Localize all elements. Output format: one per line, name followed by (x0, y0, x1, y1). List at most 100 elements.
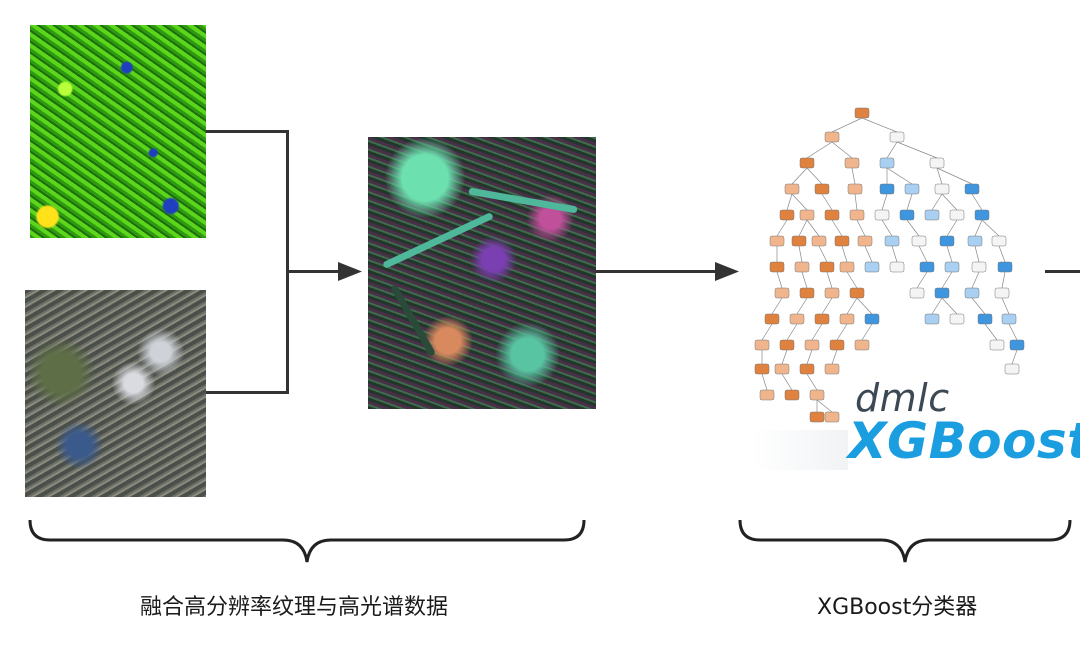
tree-edge (846, 271, 858, 289)
tree-node (911, 235, 927, 247)
connector-line (596, 270, 718, 273)
tree-node (799, 209, 815, 221)
tree-node (884, 235, 900, 247)
tree-node (809, 411, 825, 423)
tree-node (874, 209, 890, 221)
logo-shadow (752, 430, 848, 470)
tree-edge (861, 117, 898, 133)
tree-edge (821, 193, 833, 211)
tree-edge (786, 193, 793, 211)
logo-xgboost-text: XGBoost (848, 412, 1080, 470)
arrow-right-icon (715, 262, 739, 281)
tree-edge (916, 271, 928, 289)
tree-edge (851, 167, 856, 185)
tree-edge (886, 167, 913, 185)
tree-edge (806, 167, 823, 185)
tree-node (889, 131, 905, 143)
tree-node (1001, 313, 1017, 325)
tree-node (834, 235, 850, 247)
tree-edge (941, 297, 958, 315)
tree-node (799, 157, 815, 169)
tree-node (879, 157, 895, 169)
tree-node (864, 313, 880, 325)
river-feature (389, 284, 437, 357)
tree-edge (846, 297, 858, 315)
tree-node (924, 313, 940, 325)
tree-edge (831, 141, 853, 159)
tree-edge (816, 399, 833, 413)
connector-line (289, 270, 341, 273)
tree-node (889, 261, 905, 273)
connector-line (286, 130, 289, 394)
tree-node (974, 209, 990, 221)
tree-node (814, 313, 830, 325)
tree-node (849, 209, 865, 221)
tree-edge (761, 323, 773, 341)
tree-edge (886, 141, 898, 159)
tree-edge (786, 323, 798, 341)
tree-edge (998, 245, 1006, 263)
tree-node (789, 313, 805, 325)
tree-node (924, 209, 940, 221)
tree-edge (791, 167, 808, 185)
tree-node (814, 183, 830, 195)
river-feature (468, 187, 578, 214)
tree-edge (856, 219, 866, 237)
connector-line (206, 391, 289, 394)
tree-node (879, 183, 895, 195)
tree-edge (936, 167, 973, 185)
tree-node (991, 235, 1007, 247)
tree-node (934, 287, 950, 299)
tree-node (764, 313, 780, 325)
tree-edge (946, 245, 953, 263)
tree-edge (796, 297, 808, 315)
tree-node (784, 183, 800, 195)
tree-edge (771, 297, 783, 315)
tree-edge (798, 245, 803, 263)
tree-node (754, 339, 770, 351)
tree-node (799, 363, 815, 375)
tree-edge (918, 245, 928, 263)
tree-edge (941, 193, 958, 211)
classifier-group-caption: XGBoost分类器 (817, 595, 978, 620)
input-group-caption: 融合高分辨率纹理与高光谱数据 (140, 595, 449, 620)
tree-node (854, 339, 870, 351)
tree-node (854, 107, 870, 119)
tree-node (839, 313, 855, 325)
tree-node (769, 235, 785, 247)
tree-edge (941, 271, 953, 289)
tree-node (754, 363, 770, 375)
tree-node (971, 261, 987, 273)
tree-edge (761, 373, 768, 391)
tree-edge (801, 271, 808, 289)
tree-node (847, 183, 863, 195)
tree-edge (806, 373, 818, 391)
tree-edge (1011, 349, 1018, 365)
curly-brace-icon (28, 519, 586, 563)
arrow-right-icon (338, 262, 362, 281)
tree-edge (826, 271, 833, 289)
tree-node (1009, 339, 1025, 351)
tree-edge (806, 141, 833, 159)
tree-node (824, 411, 840, 423)
tree-edge (806, 349, 813, 365)
tree-node (804, 339, 820, 351)
tree-node (774, 287, 790, 299)
tree-node (939, 235, 955, 247)
hyperspectral-image (25, 290, 206, 497)
tree-node (844, 157, 860, 169)
tree-node (864, 261, 880, 273)
tree-node (949, 209, 965, 221)
tree-edge (854, 193, 858, 211)
tree-edge (906, 219, 920, 237)
tree-node (774, 363, 790, 375)
tree-edge (891, 245, 898, 263)
tree-edge (861, 323, 873, 341)
tree-edge (906, 193, 913, 211)
tree-node (811, 235, 827, 247)
tree-edge (971, 271, 980, 289)
tree-node (794, 261, 810, 273)
tree-edge (1001, 271, 1006, 289)
logo-dmlc-text: dmlc (855, 376, 950, 420)
tree-edge (776, 219, 788, 237)
